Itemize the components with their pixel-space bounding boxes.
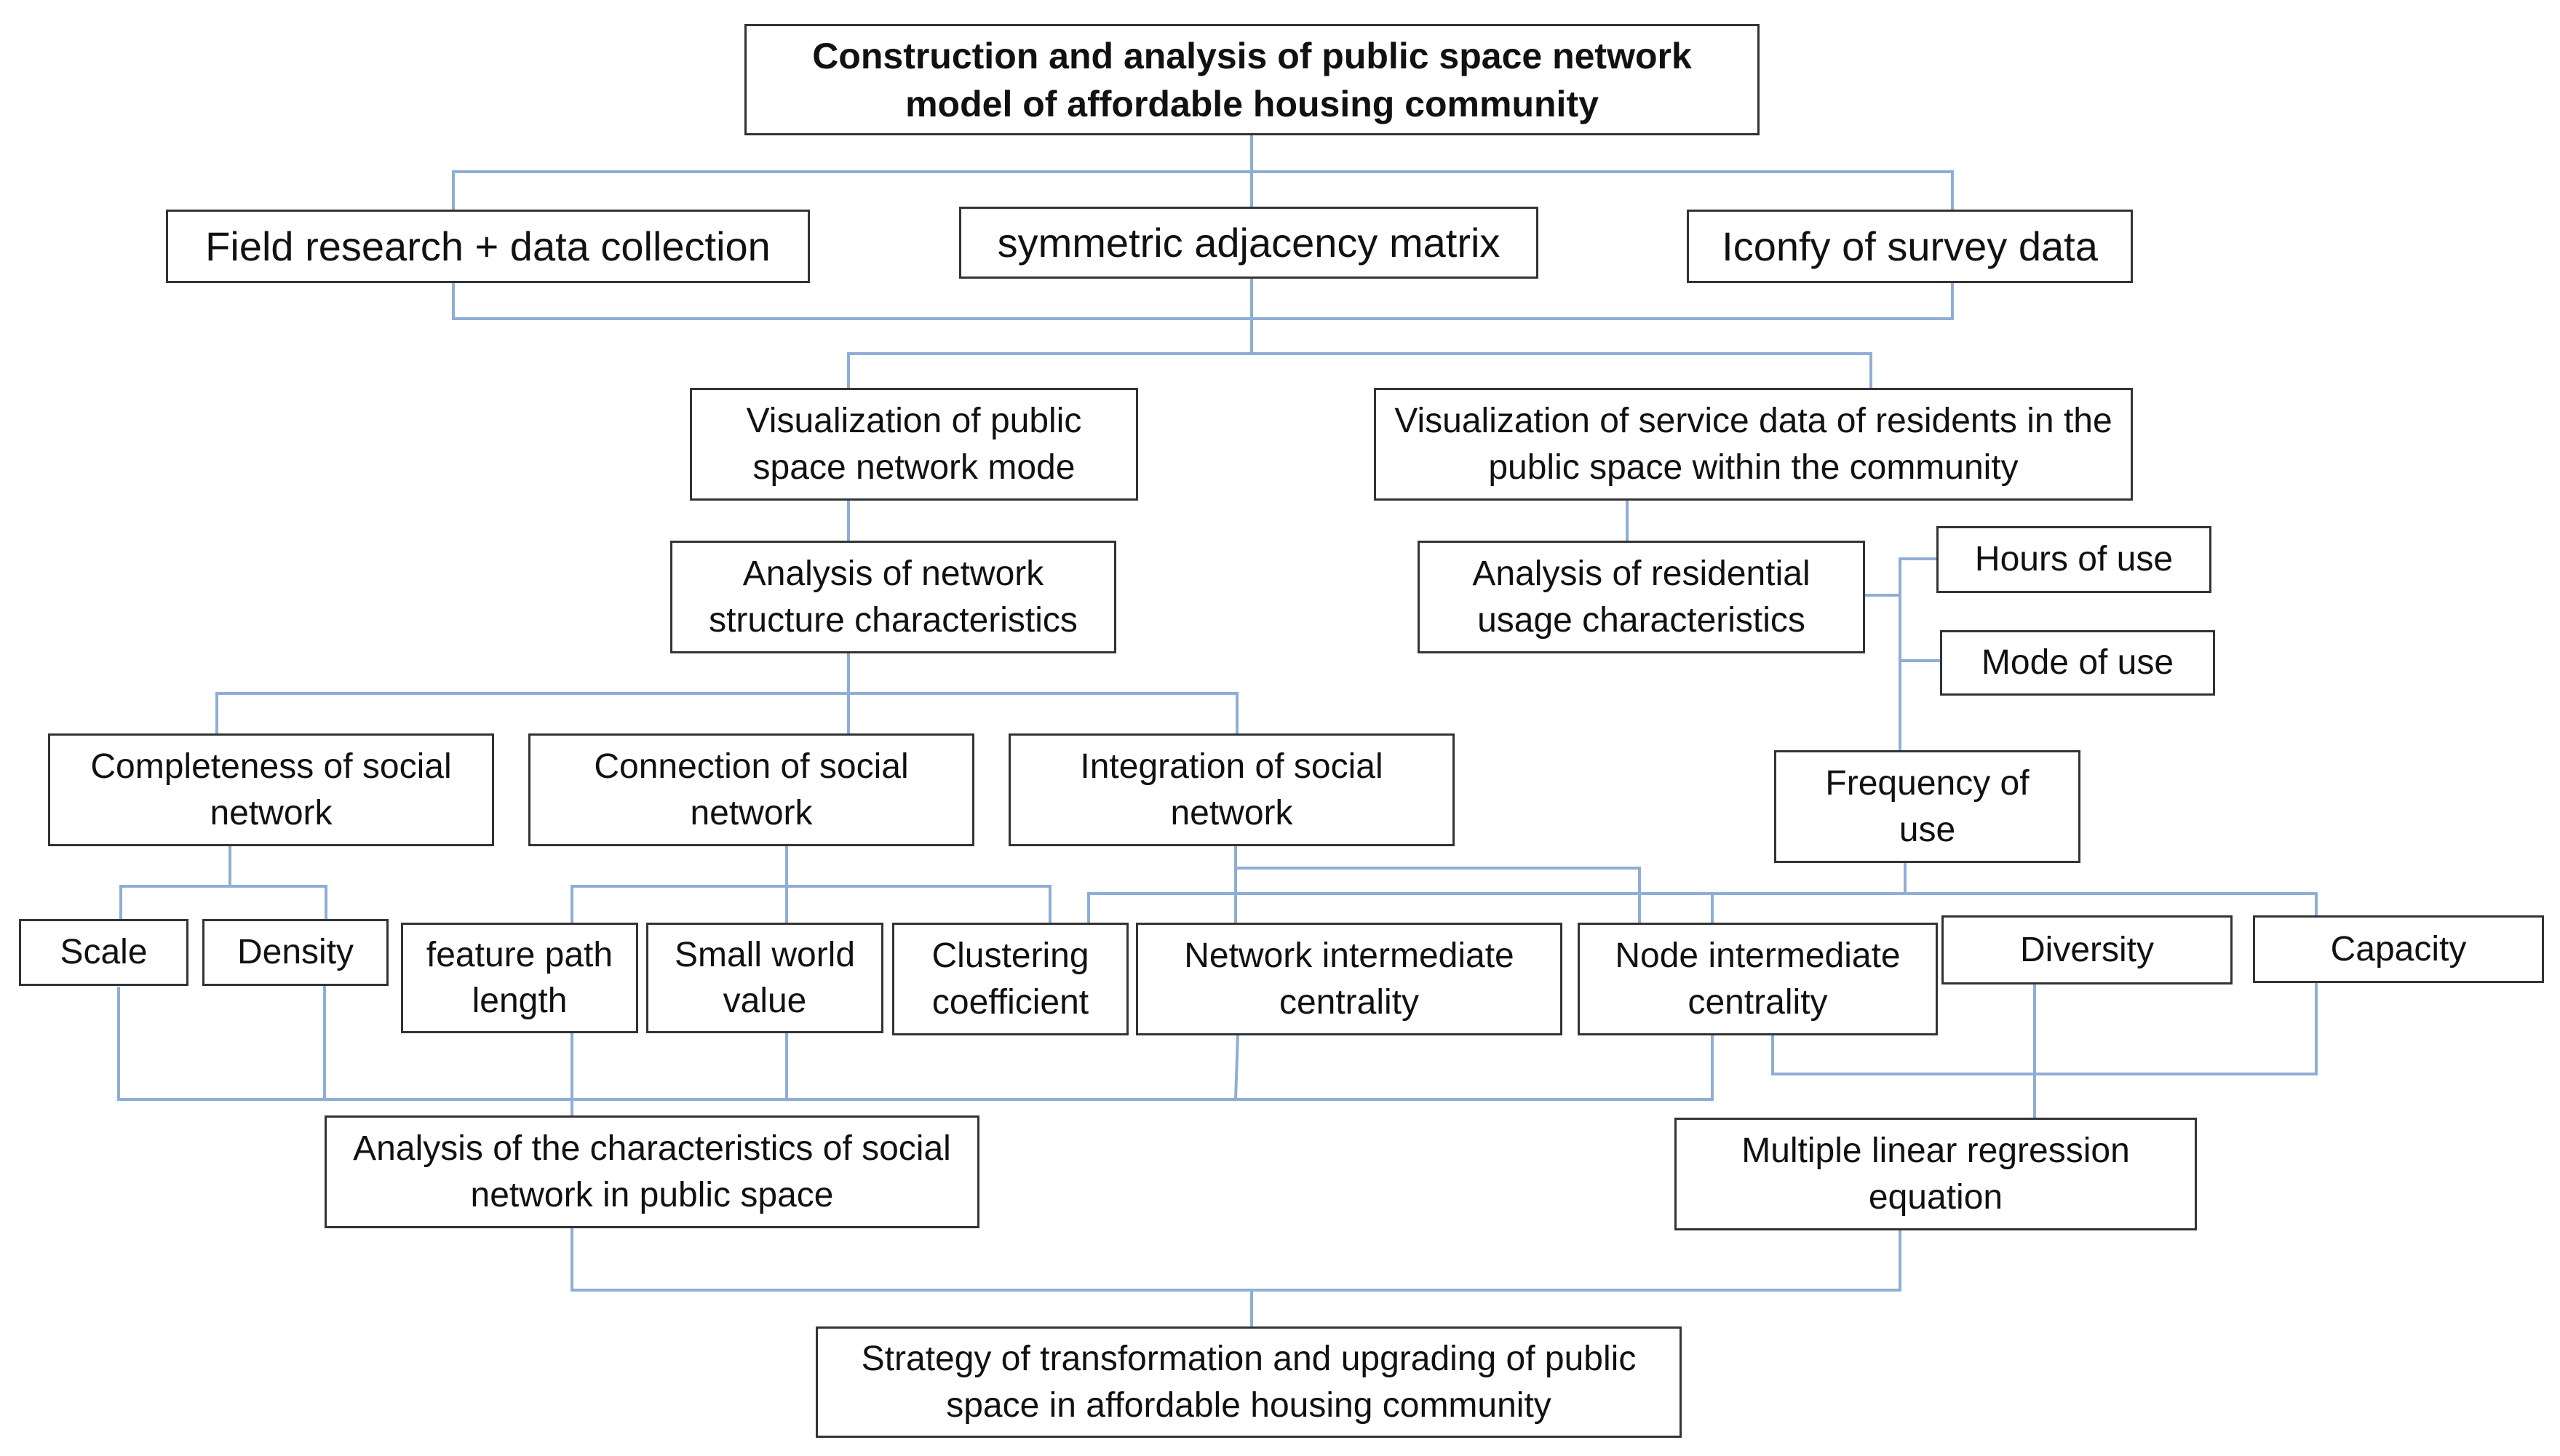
completeness-text: Completeness of social network bbox=[90, 747, 452, 832]
integration-text: Integration of social network bbox=[1080, 747, 1383, 832]
vis-network-box: Visualization of public space network mo… bbox=[690, 388, 1138, 501]
small-world-text: Small world value bbox=[674, 935, 856, 1020]
node-centrality-text: Node intermediate centrality bbox=[1615, 936, 1901, 1022]
density-box: Density bbox=[202, 919, 389, 986]
iconfy-text: Iconfy of survey data bbox=[1722, 223, 2098, 269]
capacity-box: Capacity bbox=[2253, 915, 2544, 983]
field-research-box: Field research + data collection bbox=[166, 210, 810, 283]
hours-of-use-text: Hours of use bbox=[1974, 540, 2174, 579]
node-centrality-box: Node intermediate centrality bbox=[1578, 923, 1938, 1035]
adjacency-matrix-text: symmetric adjacency matrix bbox=[997, 219, 1500, 266]
vis-service-box: Visualization of service data of residen… bbox=[1374, 388, 2133, 501]
frequency-of-use-text: Frequency of use bbox=[1825, 764, 2030, 849]
hours-of-use-box: Hours of use bbox=[1936, 526, 2211, 593]
capacity-text: Capacity bbox=[2330, 929, 2467, 968]
regression-box: Multiple linear regression equation bbox=[1674, 1118, 2197, 1230]
density-text: Density bbox=[236, 933, 354, 972]
iconfy-box: Iconfy of survey data bbox=[1687, 210, 2133, 283]
feature-path-text: feature path length bbox=[426, 935, 613, 1020]
regression-text: Multiple linear regression equation bbox=[1741, 1131, 2130, 1217]
diversity-box: Diversity bbox=[1941, 915, 2233, 984]
integration-box: Integration of social network bbox=[1009, 733, 1455, 846]
analysis-usage-text: Analysis of residential usage characteri… bbox=[1472, 554, 1810, 640]
adjacency-matrix-box: symmetric adjacency matrix bbox=[959, 207, 1538, 279]
clustering-box: Clustering coefficient bbox=[892, 923, 1129, 1035]
connection-text: Connection of social network bbox=[594, 747, 909, 832]
connection-box: Connection of social network bbox=[528, 733, 974, 846]
strategy-text: Strategy of transformation and upgrading… bbox=[861, 1340, 1637, 1425]
scale-text: Scale bbox=[60, 933, 148, 972]
network-centrality-text: Network intermediate centrality bbox=[1184, 936, 1514, 1022]
vis-network-text: Visualization of public space network mo… bbox=[746, 402, 1082, 487]
frequency-of-use-box: Frequency of use bbox=[1774, 750, 2080, 863]
field-research-text: Field research + data collection bbox=[205, 223, 771, 269]
title-text: Construction and analysis of public spac… bbox=[812, 35, 1692, 124]
title-box: Construction and analysis of public spac… bbox=[744, 24, 1760, 135]
analysis-structure-box: Analysis of network structure characteri… bbox=[670, 541, 1116, 653]
clustering-text: Clustering coefficient bbox=[931, 936, 1089, 1022]
analysis-usage-box: Analysis of residential usage characteri… bbox=[1418, 541, 1865, 653]
mode-of-use-box: Mode of use bbox=[1940, 630, 2215, 696]
small-world-box: Small world value bbox=[646, 923, 883, 1033]
network-centrality-box: Network intermediate centrality bbox=[1136, 923, 1562, 1035]
diversity-text: Diversity bbox=[2019, 930, 2154, 969]
feature-path-box: feature path length bbox=[401, 923, 638, 1033]
mode-of-use-text: Mode of use bbox=[1981, 643, 2174, 683]
analysis-social-text: Analysis of the characteristics of socia… bbox=[353, 1129, 951, 1214]
scale-box: Scale bbox=[19, 919, 188, 986]
vis-service-text: Visualization of service data of residen… bbox=[1394, 402, 2112, 487]
strategy-box: Strategy of transformation and upgrading… bbox=[816, 1326, 1682, 1438]
analysis-structure-text: Analysis of network structure characteri… bbox=[709, 554, 1078, 640]
analysis-social-box: Analysis of the characteristics of socia… bbox=[325, 1115, 979, 1228]
completeness-box: Completeness of social network bbox=[48, 733, 494, 846]
